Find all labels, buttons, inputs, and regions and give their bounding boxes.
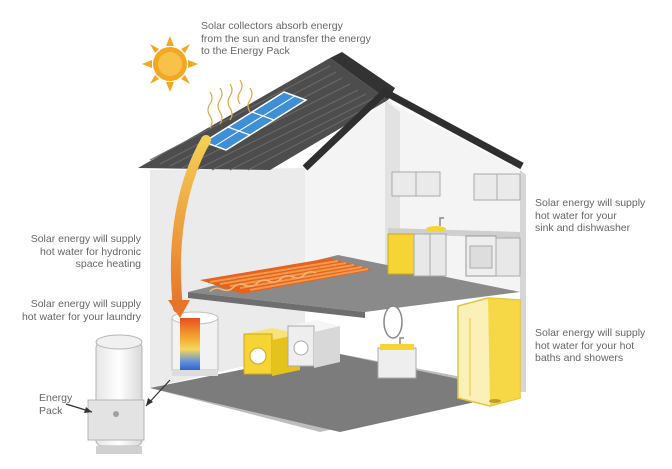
- heating-label-line-3: space heating: [31, 258, 141, 271]
- sink-icon: [378, 338, 416, 378]
- energy-pack-label-line-2: Pack: [39, 405, 72, 418]
- heating-label-line-1: Solar energy will supply: [31, 233, 141, 246]
- kitchen-label: Solar energy will supply hot water for y…: [535, 197, 645, 235]
- sun-icon: [142, 36, 198, 92]
- baths-label-line-1: Solar energy will supply: [535, 327, 645, 340]
- heating-label-line-2: hot water for hydronic: [31, 246, 141, 259]
- collectors-label-line-2: from the sun and transfer the energy: [201, 33, 371, 46]
- mirror-icon: [384, 306, 402, 338]
- right-wall: [520, 170, 526, 392]
- laundry-label: Solar energy will supply hot water for y…: [22, 298, 141, 323]
- heating-label: Solar energy will supply hot water for h…: [31, 233, 141, 271]
- shower-icon: [458, 298, 520, 406]
- laundry-label-line-2: hot water for your laundry: [22, 311, 141, 324]
- kitchen-label-line-2: hot water for your: [535, 210, 645, 223]
- collectors-label-line-3: to the Energy Pack: [201, 45, 371, 58]
- energy-pack-icon: [88, 335, 144, 454]
- dryer-icon: [288, 320, 340, 368]
- hot-water-tank-icon: [172, 312, 218, 376]
- baths-label: Solar energy will supply hot water for y…: [535, 327, 645, 365]
- dishwasher-icon: [466, 236, 520, 276]
- collectors-label: Solar collectors absorb energy from the …: [201, 20, 371, 58]
- baths-label-line-2: hot water for your hot: [535, 340, 645, 353]
- collectors-label-line-1: Solar collectors absorb energy: [201, 20, 371, 33]
- energy-pack-label-line-1: Energy: [39, 392, 72, 405]
- kitchen-label-line-1: Solar energy will supply: [535, 197, 645, 210]
- baths-label-line-3: baths and showers: [535, 352, 645, 365]
- laundry-label-line-1: Solar energy will supply: [22, 298, 141, 311]
- energy-pack-label: Energy Pack: [39, 392, 72, 417]
- kitchen-label-line-3: sink and dishwasher: [535, 222, 645, 235]
